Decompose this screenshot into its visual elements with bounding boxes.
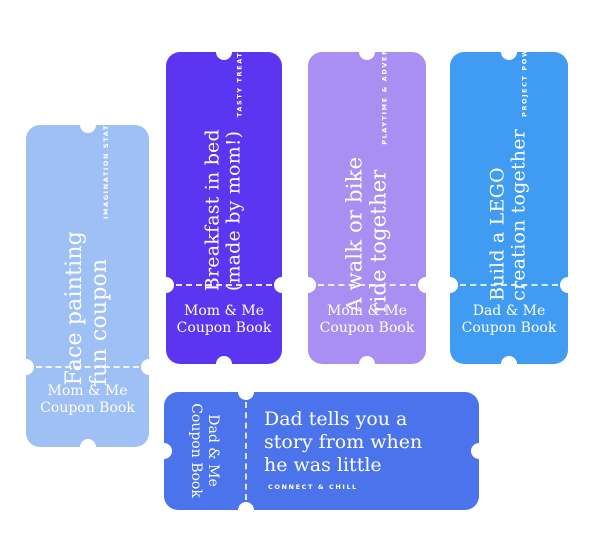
coupon-stub: Mom & Me Coupon Book (176, 303, 272, 336)
coupon-stub: Mom & Me Coupon Book (319, 303, 415, 336)
coupon-title: Build a LEGO creation together (486, 128, 531, 301)
ticket-notch (26, 359, 34, 375)
ticket-notch (141, 359, 149, 375)
ticket-notch (274, 277, 282, 293)
coupon-category: PLAYTIME & ADVENTURE (380, 52, 389, 146)
perforation-line (318, 284, 416, 286)
perforation-line (245, 402, 247, 500)
coupon-stub: Mom & Me Coupon Book (40, 383, 135, 416)
ticket-notch (471, 443, 479, 459)
ticket-notch (418, 277, 426, 293)
coupon-build-lego[interactable]: Build a LEGO creation together PROJECT P… (450, 52, 568, 364)
perforation-line (460, 284, 558, 286)
coupon-title: Dad tells you a story from when he was l… (264, 408, 423, 476)
ticket-notch (164, 443, 172, 459)
coupon-walk-or-bike[interactable]: A walk or bike ride together PLAYTIME & … (308, 52, 426, 364)
ticket-notch (166, 277, 174, 293)
coupon-breakfast-in-bed[interactable]: Breakfast in bed (made by mom!) TASTY TR… (166, 52, 282, 364)
coupon-category: TASTY TREATS (235, 52, 244, 117)
ticket-notch (308, 277, 316, 293)
perforation-line (176, 284, 272, 286)
ticket-notch (216, 52, 232, 60)
ticket-notch (238, 502, 254, 510)
ticket-notch (359, 52, 375, 60)
ticket-notch (80, 439, 96, 447)
coupon-category: IMAGINATION STATION (102, 125, 111, 220)
coupon-title: A walk or bike ride together (342, 157, 390, 314)
coupon-stub: Dad & Me Coupon Book (188, 403, 221, 499)
ticket-notch (216, 356, 232, 364)
ticket-notch (359, 356, 375, 364)
coupon-dad-story[interactable]: Dad & Me Coupon Book Dad tells you a sto… (164, 392, 479, 510)
coupon-category: PROJECT POWER (520, 52, 529, 117)
ticket-notch (501, 52, 517, 60)
ticket-notch (450, 277, 458, 293)
perforation-line (36, 366, 139, 368)
coupon-face-painting[interactable]: Face painting fun coupon IMAGINATION STA… (26, 125, 149, 447)
ticket-notch (80, 125, 96, 133)
ticket-notch (501, 356, 517, 364)
coupon-category: CONNECT & CHILL (268, 483, 358, 491)
ticket-notch (238, 392, 254, 400)
coupon-title: Face painting fun coupon (61, 231, 112, 386)
ticket-notch (560, 277, 568, 293)
coupon-title: Breakfast in bed (made by mom!) (201, 128, 245, 291)
coupon-stub: Dad & Me Coupon Book (461, 303, 557, 336)
